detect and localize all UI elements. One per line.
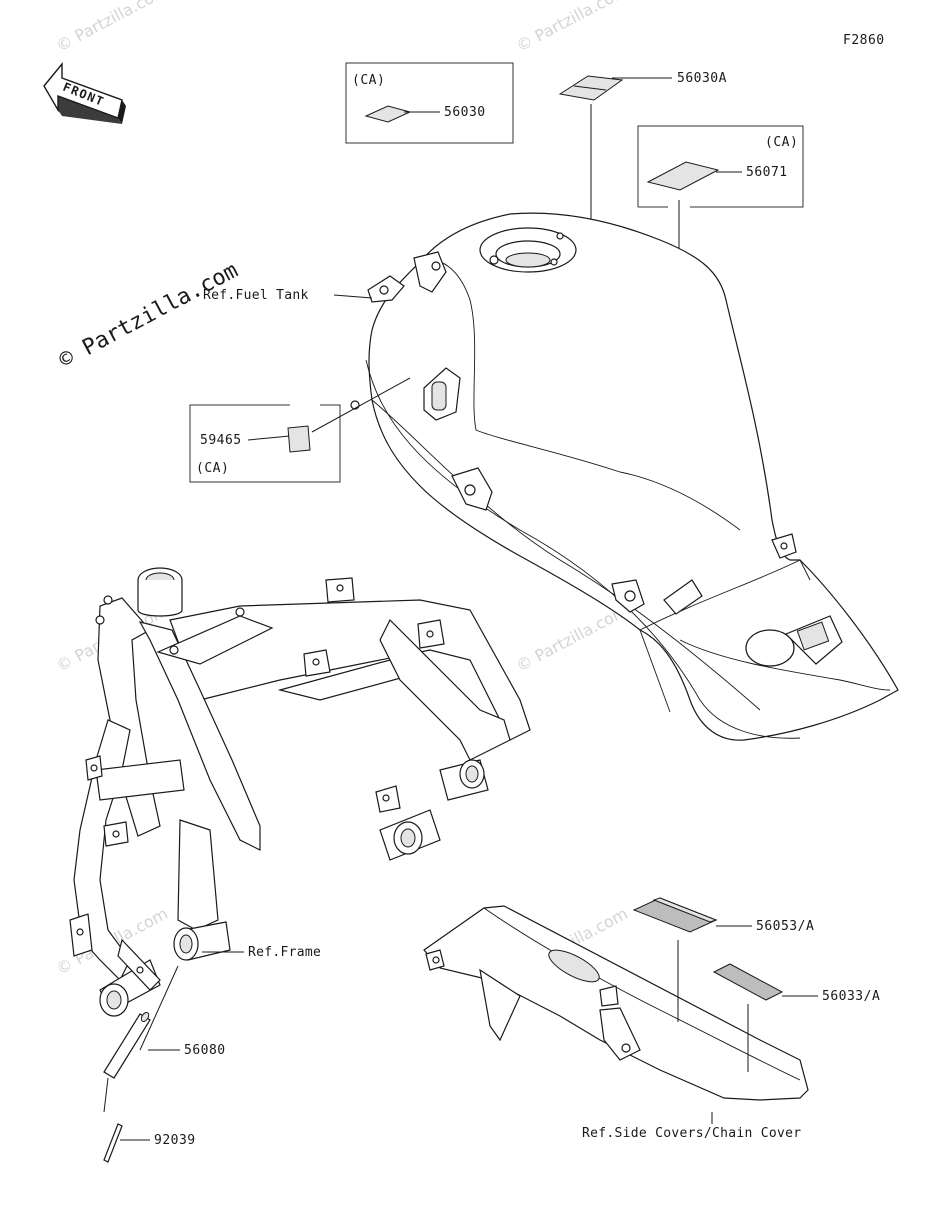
chain-cover bbox=[423, 905, 809, 1101]
part-number-59465: 59465 bbox=[200, 433, 242, 448]
part-number-56080: 56080 bbox=[184, 1043, 226, 1058]
callout-56053a: 56053/A bbox=[632, 897, 814, 1022]
callout-92039: 92039 bbox=[103, 1077, 196, 1163]
label-decal-56071 bbox=[646, 161, 720, 191]
part-number-56030a: 56030A bbox=[677, 71, 727, 86]
label-decal-56030 bbox=[364, 105, 412, 123]
part-number-56071: 56071 bbox=[746, 165, 788, 180]
callout-56030a: 56030A bbox=[558, 71, 727, 288]
ref-side-covers-label: Ref.Side Covers/Chain Cover bbox=[582, 1126, 801, 1141]
fuel-tank bbox=[350, 212, 899, 741]
region-mark-ca: (CA) bbox=[352, 73, 385, 88]
callout-56080: 56080 bbox=[103, 965, 226, 1079]
part-number-92039: 92039 bbox=[154, 1133, 196, 1148]
callout-56030: (CA) 56030 bbox=[345, 62, 514, 144]
ref-frame-label: Ref.Frame bbox=[248, 945, 321, 960]
figure-code: F2860 bbox=[843, 33, 885, 48]
ref-fuel-tank: Ref.Fuel Tank bbox=[203, 288, 373, 303]
region-mark-ca: (CA) bbox=[765, 135, 798, 150]
label-decal-56033a bbox=[712, 963, 784, 1001]
ref-side-covers: Ref.Side Covers/Chain Cover bbox=[582, 1112, 801, 1141]
callout-56033a: 56033/A bbox=[712, 963, 880, 1072]
ref-fuel-tank-label: Ref.Fuel Tank bbox=[203, 288, 309, 303]
front-arrow-icon: FRONT bbox=[43, 62, 126, 124]
part-number-56053a: 56053/A bbox=[756, 919, 814, 934]
label-decal-59465 bbox=[287, 425, 311, 453]
region-mark-ca: (CA) bbox=[196, 461, 229, 476]
watermark-large: © Partzilla.com bbox=[55, 258, 242, 373]
part-number-56030: 56030 bbox=[444, 105, 486, 120]
part-number-56033a: 56033/A bbox=[822, 989, 880, 1004]
watermark: © Partzilla.com bbox=[53, 0, 171, 56]
motorcycle-frame bbox=[69, 567, 531, 1017]
clip-92039 bbox=[103, 1123, 123, 1163]
ref-frame: Ref.Frame bbox=[202, 945, 321, 960]
watermark: © Partzilla.com bbox=[513, 0, 631, 56]
band-56080 bbox=[103, 1013, 151, 1079]
watermark: © Partzilla.com bbox=[513, 601, 631, 676]
callout-59465: 59465 (CA) bbox=[189, 377, 411, 483]
